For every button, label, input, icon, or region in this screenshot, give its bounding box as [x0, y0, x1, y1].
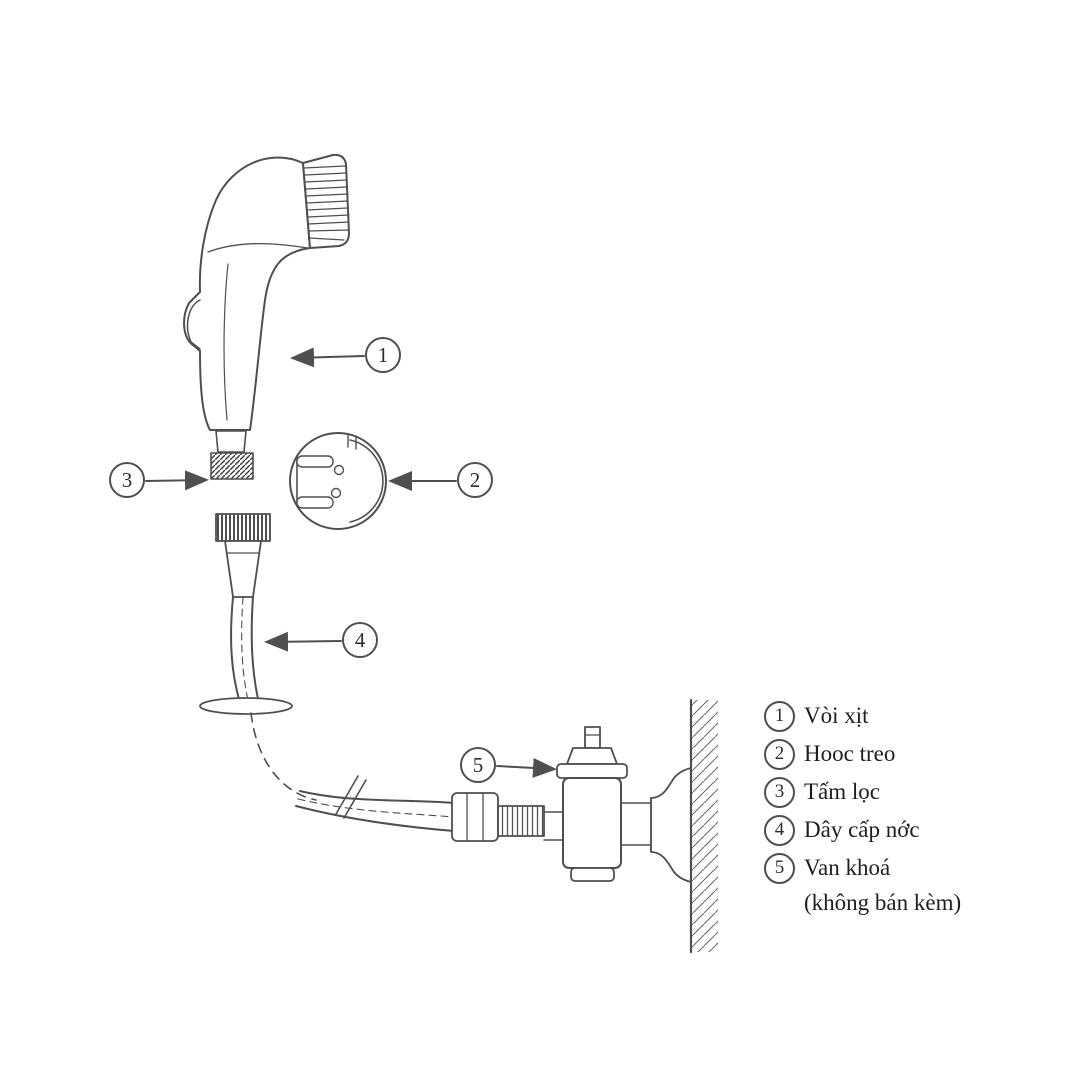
legend-label-3: Tấm lọc	[804, 779, 880, 804]
hose-break-mark-1	[335, 775, 359, 815]
callout-arrows	[145, 347, 557, 778]
legend-item-3: 3 Tấm lọc	[764, 776, 1054, 808]
callout-4: 4	[342, 622, 378, 658]
legend-note: (không bán kèm)	[804, 890, 962, 915]
legend-circle-4: 4	[764, 814, 795, 846]
sprayer-drawing	[183, 153, 350, 453]
hose-upper-centerline	[241, 596, 250, 705]
callout-2: 2	[457, 462, 493, 498]
legend-item-2: 2 Hooc treo	[764, 738, 1054, 770]
valve-body	[562, 777, 622, 869]
hose-drawing	[199, 513, 499, 842]
callout-arrow-4	[264, 631, 342, 652]
sprayer-base-band	[215, 430, 247, 453]
legend-label-5: Van khoá	[804, 855, 891, 880]
valve-stem	[584, 726, 601, 749]
legend-item-4: 4 Dây cấp nớc	[764, 814, 1054, 846]
hose-lower-bottom-edge	[295, 805, 455, 832]
filter-band	[210, 452, 254, 480]
legend: 1 Vòi xịt 2 Hooc treo 3 Tấm lọc 4 Dây cấ…	[764, 700, 1054, 916]
valve-bottom-collar	[570, 867, 615, 882]
hose-upper-right-edge	[250, 596, 260, 704]
valve-top-collar	[556, 763, 628, 779]
hose-lower-centerline	[297, 798, 455, 818]
valve-threaded-nipple	[497, 805, 545, 837]
hook-slot-bottom	[296, 496, 334, 509]
callout-3: 3	[109, 462, 145, 498]
sprayer-body-outline	[183, 156, 311, 431]
hook-drawing	[289, 432, 387, 530]
callout-arrow-5	[496, 757, 557, 778]
hook-slot-top	[296, 455, 334, 468]
legend-item-5: 5 Van khoá	[764, 852, 1054, 884]
callout-arrow-3	[145, 470, 209, 491]
legend-label-1: Vòi xịt	[804, 703, 869, 728]
hook-inner-arc	[349, 439, 384, 523]
hose-knurled-nut	[215, 513, 271, 542]
legend-circle-3: 3	[764, 776, 795, 808]
callout-1: 1	[365, 337, 401, 373]
hose-hidden-curve	[250, 712, 317, 801]
legend-item-1: 1 Vòi xịt	[764, 700, 1054, 732]
hose-cone	[224, 540, 262, 598]
valve-handle-base	[566, 747, 618, 765]
hose-lower-top-edge	[299, 790, 455, 804]
wall-escutcheon	[199, 697, 293, 715]
sprayer-grip-line	[223, 263, 229, 421]
legend-circle-2: 2	[764, 738, 795, 770]
legend-label-4: Dây cấp nớc	[804, 817, 920, 842]
hose-upper-left-edge	[230, 596, 241, 704]
sprayer-trigger	[186, 299, 201, 350]
hook-hole-top	[333, 464, 345, 476]
valve-drawing	[497, 726, 692, 883]
sprayer-nozzle-face	[302, 153, 350, 249]
legend-circle-1: 1	[764, 700, 795, 732]
legend-label-2: Hooc treo	[804, 741, 896, 766]
legend-circle-5: 5	[764, 852, 795, 884]
hose-hex-nut	[451, 792, 499, 842]
valve-wall-flange	[650, 767, 692, 883]
sprayer-head-seam	[207, 242, 309, 253]
hook-hole-bottom	[330, 487, 342, 499]
nozzle-hatching	[303, 165, 350, 241]
wall-drawing	[689, 698, 718, 954]
hook-outer-ring	[289, 432, 387, 530]
filter-drawing	[210, 452, 254, 480]
hose-break-mark-2	[343, 779, 367, 819]
callout-5: 5	[460, 747, 496, 783]
callout-arrow-1	[290, 347, 365, 368]
wall-hatching	[692, 700, 718, 952]
